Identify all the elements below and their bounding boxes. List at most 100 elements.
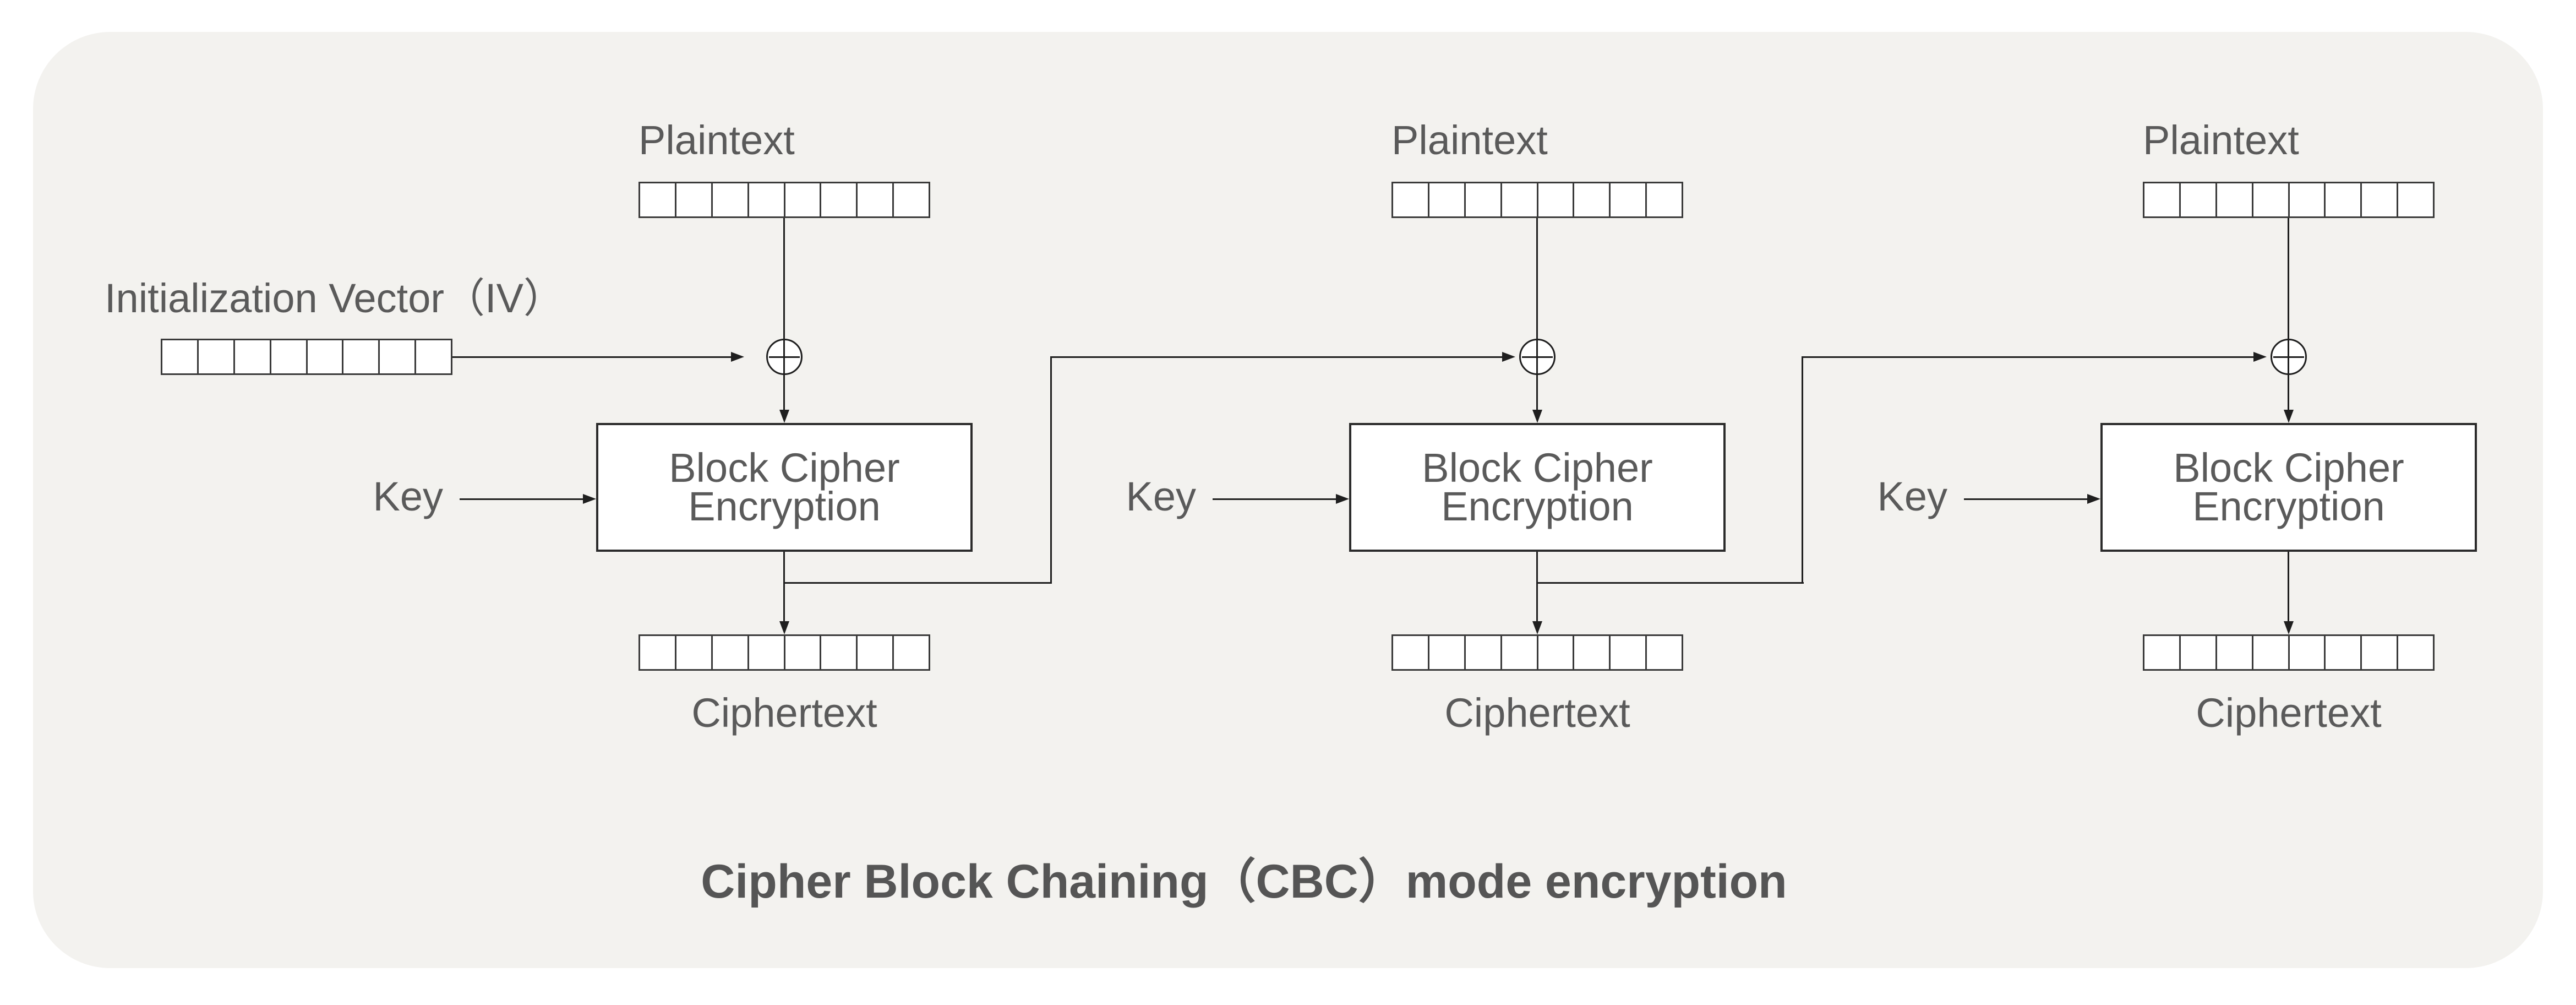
bit-cell bbox=[2360, 182, 2399, 218]
ciphertext-cells bbox=[1391, 634, 1683, 671]
ciphertext-cells bbox=[638, 634, 930, 671]
bit-cell bbox=[1609, 634, 1647, 671]
box-to-ciphertext-line bbox=[1536, 552, 1538, 622]
feedback-arrowhead-icon bbox=[2253, 352, 2267, 362]
bit-cell bbox=[638, 634, 676, 671]
feedback-up-line bbox=[1050, 356, 1052, 584]
bit-cell bbox=[1500, 634, 1538, 671]
bit-cell bbox=[2179, 634, 2217, 671]
bit-cell bbox=[1573, 634, 1611, 671]
key-to-box-line bbox=[1213, 498, 1337, 500]
iv-to-xor-line bbox=[452, 356, 731, 358]
ciphertext-label: Ciphertext bbox=[691, 690, 877, 736]
bit-cell bbox=[1391, 634, 1429, 671]
bit-cell bbox=[2397, 182, 2435, 218]
feedback-branch-line bbox=[1537, 582, 1804, 584]
bit-cell bbox=[783, 182, 822, 218]
bit-cell bbox=[1464, 182, 1502, 218]
key-label: Key bbox=[373, 474, 443, 519]
bit-cell bbox=[233, 339, 271, 375]
feedback-to-xor-line bbox=[1802, 356, 2255, 358]
key-to-box-line bbox=[1964, 498, 2088, 500]
plaintext-label: Plaintext bbox=[1391, 117, 1548, 163]
bit-cell bbox=[1427, 182, 1466, 218]
bit-cell bbox=[674, 182, 713, 218]
bit-cell bbox=[1427, 634, 1466, 671]
bit-cell bbox=[2397, 634, 2435, 671]
bit-cell bbox=[1609, 182, 1647, 218]
bit-cell bbox=[197, 339, 235, 375]
ciphertext-label: Ciphertext bbox=[2196, 690, 2382, 736]
bit-cell bbox=[1573, 182, 1611, 218]
bit-cell bbox=[1536, 634, 1575, 671]
bit-cell bbox=[2215, 634, 2253, 671]
plaintext-cells bbox=[2143, 182, 2435, 218]
xor-to-box-arrowhead-icon bbox=[1532, 410, 1542, 423]
bit-cell bbox=[2324, 634, 2362, 671]
bit-cell bbox=[856, 634, 894, 671]
bit-cell bbox=[1391, 182, 1429, 218]
bit-cell bbox=[2143, 634, 2181, 671]
plaintext-to-box-line bbox=[2288, 218, 2289, 411]
bit-cell bbox=[2288, 182, 2326, 218]
feedback-to-xor-line bbox=[1050, 356, 1503, 358]
feedback-arrowhead-icon bbox=[1502, 352, 1515, 362]
bit-cell bbox=[711, 634, 749, 671]
bit-cell bbox=[161, 339, 199, 375]
bit-cell bbox=[783, 634, 822, 671]
iv-cells bbox=[161, 339, 452, 375]
bit-cell bbox=[2215, 182, 2253, 218]
bit-cell bbox=[1645, 634, 1683, 671]
block-cipher-box: Block Cipher Encryption bbox=[1349, 423, 1726, 552]
bit-cell bbox=[1645, 182, 1683, 218]
box-label-line1: Block Cipher bbox=[2173, 445, 2404, 491]
bit-cell bbox=[269, 339, 308, 375]
bit-cell bbox=[711, 182, 749, 218]
ciphertext-cells bbox=[2143, 634, 2435, 671]
bit-cell bbox=[1536, 182, 1575, 218]
bit-cell bbox=[892, 634, 930, 671]
bit-cell bbox=[2179, 182, 2217, 218]
box-label-line1: Block Cipher bbox=[669, 445, 900, 491]
box-label-line2: Encryption bbox=[2192, 484, 2385, 529]
iv-label: Initialization Vector（IV） bbox=[105, 275, 564, 321]
iv-arrowhead-icon bbox=[731, 352, 744, 362]
plaintext-cells bbox=[638, 182, 930, 218]
block-cipher-box: Block Cipher Encryption bbox=[596, 423, 973, 552]
bit-cell bbox=[856, 182, 894, 218]
key-arrowhead-icon bbox=[2087, 494, 2100, 504]
ciphertext-arrowhead-icon bbox=[1532, 621, 1542, 634]
plaintext-to-box-line bbox=[783, 218, 785, 411]
box-label-line1: Block Cipher bbox=[1422, 445, 1653, 491]
bit-cell bbox=[414, 339, 452, 375]
bit-cell bbox=[1500, 182, 1538, 218]
xor-to-box-arrowhead-icon bbox=[779, 410, 789, 423]
bit-cell bbox=[747, 182, 785, 218]
key-label: Key bbox=[1126, 474, 1196, 519]
plaintext-label: Plaintext bbox=[638, 117, 795, 163]
plaintext-to-box-line bbox=[1536, 218, 1538, 411]
key-arrowhead-icon bbox=[1336, 494, 1349, 504]
box-to-ciphertext-line bbox=[783, 552, 785, 622]
xor-to-box-arrowhead-icon bbox=[2284, 410, 2294, 423]
bit-cell bbox=[747, 634, 785, 671]
bit-cell bbox=[342, 339, 380, 375]
bit-cell bbox=[820, 182, 858, 218]
box-label-line2: Encryption bbox=[688, 484, 881, 529]
bit-cell bbox=[638, 182, 676, 218]
bit-cell bbox=[2360, 634, 2399, 671]
bit-cell bbox=[2288, 634, 2326, 671]
feedback-branch-line bbox=[784, 582, 1052, 584]
ciphertext-label: Ciphertext bbox=[1444, 690, 1630, 736]
bit-cell bbox=[2251, 182, 2290, 218]
ciphertext-arrowhead-icon bbox=[779, 621, 789, 634]
bit-cell bbox=[2251, 634, 2290, 671]
bit-cell bbox=[1464, 634, 1502, 671]
diagram-caption: Cipher Block Chaining（CBC）mode encryptio… bbox=[701, 855, 1787, 908]
key-to-box-line bbox=[460, 498, 584, 500]
key-label: Key bbox=[1877, 474, 1947, 519]
bit-cell bbox=[2143, 182, 2181, 218]
bit-cell bbox=[2324, 182, 2362, 218]
